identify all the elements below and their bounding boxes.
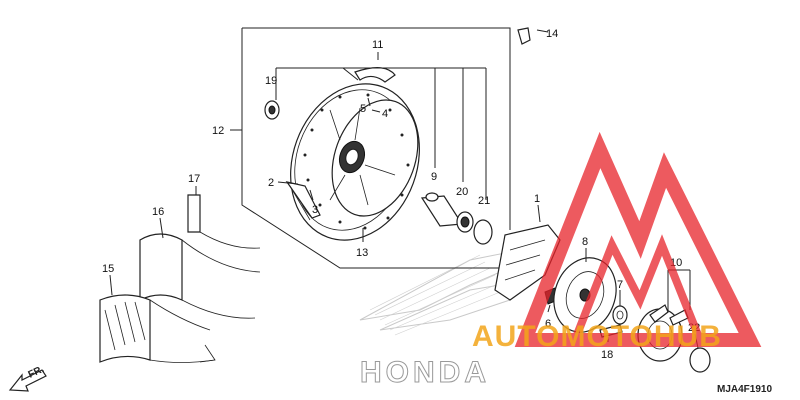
balance-weight: [354, 67, 396, 83]
tire-valve: [285, 181, 321, 221]
bearing-19: [264, 100, 280, 120]
o-ring-22: [689, 347, 711, 373]
callout-21: 21: [478, 195, 490, 207]
automotohub-wordmark: AUTOMOTOHUB: [472, 320, 722, 353]
callout-2: 2: [268, 177, 274, 189]
callout-11: 11: [372, 39, 383, 51]
diagram-code: MJA4F1910: [717, 384, 772, 395]
callout-6: 6: [545, 318, 551, 330]
rim-band: [187, 194, 261, 249]
o-ring-21: [473, 219, 493, 245]
wheel-assembly-boundary: [241, 27, 511, 269]
direction-label: FR.: [27, 364, 46, 381]
rear-wheel-rim: [290, 83, 420, 241]
callout-14: 14: [546, 28, 558, 40]
washer-7: [612, 305, 628, 325]
bearing-20: [456, 211, 474, 233]
callout-9: 9: [431, 171, 437, 183]
callout-15: 15: [102, 263, 114, 275]
honda-wordmark-watermark: HONDA: [360, 356, 490, 389]
callout-8: 8: [582, 236, 588, 248]
callout-7: 7: [617, 279, 623, 291]
callout-1: 1: [534, 193, 540, 205]
callout-16: 16: [152, 206, 164, 218]
inner-tube: [139, 233, 261, 319]
callout-18: 18: [601, 349, 613, 361]
callout-20: 20: [456, 186, 468, 198]
callout-19: 19: [265, 75, 277, 87]
callout-12: 12: [212, 125, 224, 137]
callout-labels: 11 19 12 5 4 9 20 21 2 3 13 14 17 16 15 …: [102, 28, 700, 361]
automotohub-logo-watermark: [514, 131, 762, 347]
callout-5: 5: [360, 103, 366, 115]
callout-13: 13: [356, 247, 368, 259]
callout-3: 3: [312, 204, 318, 216]
callout-17: 17: [188, 173, 200, 185]
rear-tire: [99, 294, 216, 363]
valve-cap: [517, 27, 531, 45]
callout-4: 4: [382, 108, 388, 120]
front-direction-arrow-icon: [8, 369, 47, 392]
